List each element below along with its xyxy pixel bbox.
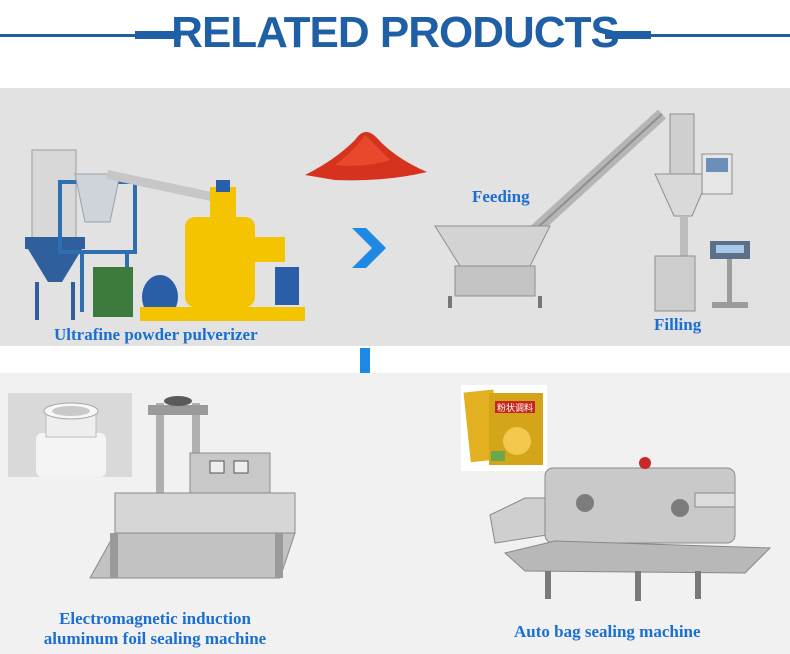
feeder-filler-image: [434, 109, 750, 312]
packet-text: 粉状调料: [497, 402, 533, 414]
page-title: RELATED PRODUCTS: [171, 8, 620, 57]
pulverizer-image: [25, 149, 305, 321]
induction-sealer-image: [89, 396, 296, 579]
induction-sealer-label: Electromagnetic induction aluminum foil …: [20, 609, 290, 649]
title-bar-left: [135, 31, 181, 39]
band-sealer-image: [489, 457, 772, 601]
feeding-label: Feeding: [472, 187, 530, 206]
header: RELATED PRODUCTS: [0, 0, 790, 78]
bag-sealer-label: Auto bag sealing machine: [514, 622, 701, 641]
induction-sealer-label-line1: Electromagnetic induction: [59, 609, 251, 628]
title-rule-right: [605, 34, 790, 37]
induction-sealer-label-line2: aluminum foil sealing machine: [43, 629, 267, 648]
powder-image: [305, 131, 427, 181]
bottle-image: [8, 393, 132, 477]
seasoning-packet-image: 粉状调料: [461, 385, 547, 471]
bottom-panel: 粉状调料 Electromagnetic induction aluminum …: [0, 373, 790, 654]
chevron-right-icon: [352, 228, 386, 268]
pulverizer-label: Ultrafine powder pulverizer: [54, 325, 258, 344]
top-panel: Feeding Ultrafine powder pulverizer Fill…: [0, 88, 790, 346]
filling-label: Filling: [654, 315, 702, 334]
title-rule-left: [0, 34, 180, 37]
